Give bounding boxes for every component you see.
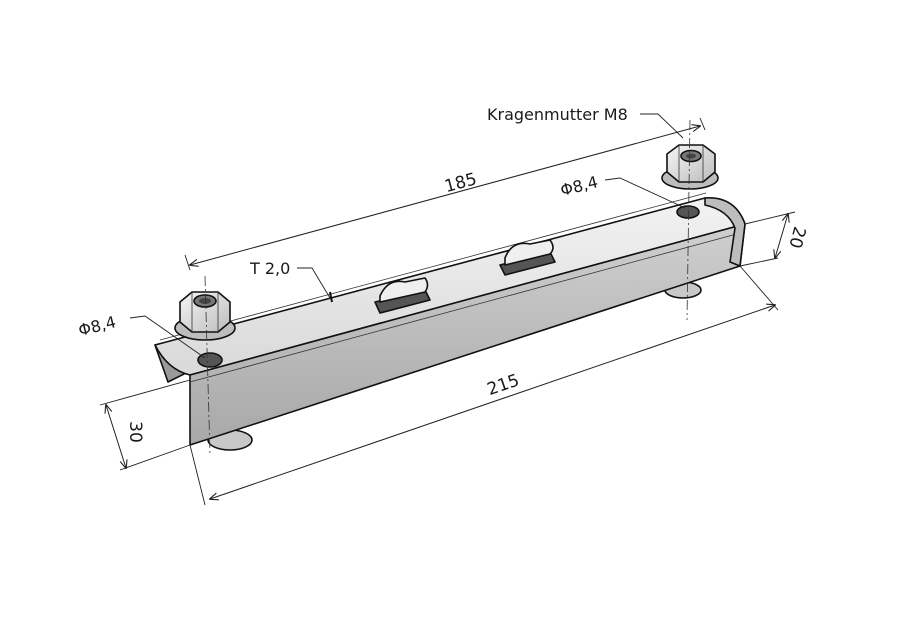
callout-thickness-label: T 2,0 — [249, 259, 290, 278]
dimension-20: 20 — [739, 211, 809, 267]
callout-collar-nut-label: Kragenmutter M8 — [487, 105, 628, 124]
callout-hole-right-label: Φ8,4 — [558, 172, 600, 200]
collar-nut-left — [174, 291, 236, 341]
dimension-30-label: 30 — [125, 421, 145, 443]
callout-hole-left-label: Φ8,4 — [76, 312, 118, 340]
callout-collar-nut: Kragenmutter M8 — [487, 105, 684, 139]
dimension-215-label: 215 — [485, 371, 522, 400]
dimension-30: 30 — [99, 379, 191, 471]
callout-thickness: T 2,0 — [249, 259, 333, 303]
hole-right — [676, 205, 700, 219]
c-profile-rail — [154, 192, 746, 446]
dimension-185-label: 185 — [442, 169, 479, 197]
collar-nut-right — [661, 144, 719, 190]
dimension-20-label: 20 — [784, 224, 809, 250]
rail-end-right — [704, 197, 746, 267]
